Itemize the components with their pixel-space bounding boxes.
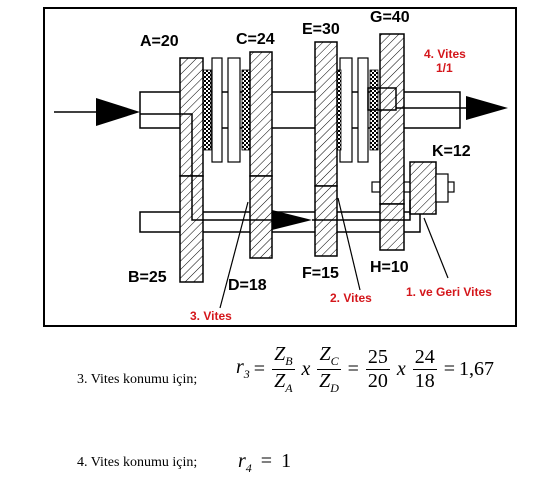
label-vites-4: 4. Vites	[424, 47, 466, 61]
caption-vites-3: 3. Vites konumu için;	[77, 372, 198, 387]
output-arrow-icon	[466, 96, 508, 120]
label-vites-2: 2. Vites	[330, 291, 372, 305]
equals-sign-1: =	[253, 357, 266, 380]
gear-k	[409, 161, 437, 215]
formula-vites-4: r4 = 1	[238, 450, 291, 476]
gear-c	[249, 51, 273, 177]
result-vites-4: 1	[281, 450, 292, 472]
label-gear-a: A=20	[140, 33, 179, 50]
teeth-strip-c	[241, 69, 251, 151]
gear-k-hub	[435, 173, 449, 203]
leader-1-vites	[423, 217, 449, 279]
label-gear-b: B=25	[128, 269, 167, 286]
power-flow-path	[140, 113, 300, 221]
equals-sign-4: =	[260, 450, 273, 472]
coupling-d	[357, 57, 369, 163]
coupling-c	[339, 57, 353, 163]
fraction-25-20: 25 20	[365, 345, 390, 392]
gear-e	[314, 41, 338, 187]
label-gear-d: D=18	[228, 277, 267, 294]
label-vites-4-ratio: 1/1	[436, 61, 453, 75]
coupling-a	[211, 57, 223, 163]
fraction-24-18: 24 18	[412, 345, 437, 392]
gear-g	[379, 33, 405, 205]
equals-sign-2: =	[347, 357, 359, 380]
label-gear-c: C=24	[236, 31, 275, 48]
teeth-strip-a	[202, 69, 212, 151]
flow-arrow-icon	[272, 210, 312, 230]
power-flow-return	[312, 200, 411, 221]
leader-2-vites	[337, 197, 361, 291]
gearbox-diagram: A=20 C=24 E=30 G=40 K=12 B=25 D=18 F=15 …	[43, 7, 517, 327]
equals-sign-3: =	[443, 357, 456, 380]
coupling-b	[227, 57, 241, 163]
label-gear-h: H=10	[370, 259, 409, 276]
r3-symbol: r3	[236, 356, 250, 382]
caption-vites-4: 4. Vites konumu için;	[77, 455, 198, 470]
label-gear-e: E=30	[302, 21, 340, 38]
leader-3-vites	[219, 201, 249, 309]
r4-symbol: r4	[238, 450, 252, 475]
fraction-zc-zd: ZC ZD	[317, 343, 341, 395]
diagram-frame	[43, 7, 517, 327]
direct-drive-box	[367, 87, 397, 111]
gear-h	[379, 203, 405, 251]
result-vites-3: 1,67	[459, 357, 495, 380]
formula-vites-3: r3 = ZB ZA x ZC ZD = 25 20 x 24 18 = 1,6…	[236, 344, 494, 394]
label-gear-k: K=12	[432, 143, 471, 160]
fraction-zb-za: ZB ZA	[272, 343, 295, 395]
label-vites-1-reverse: 1. ve Geri Vites	[406, 285, 492, 299]
label-vites-3: 3. Vites	[190, 309, 232, 323]
gear-f	[314, 185, 338, 257]
times-sign-2: x	[396, 357, 406, 380]
label-gear-g: G=40	[370, 9, 410, 26]
times-sign-1: x	[301, 357, 311, 380]
gear-d	[249, 175, 273, 259]
input-arrow-icon	[96, 98, 140, 126]
label-gear-f: F=15	[302, 265, 339, 282]
